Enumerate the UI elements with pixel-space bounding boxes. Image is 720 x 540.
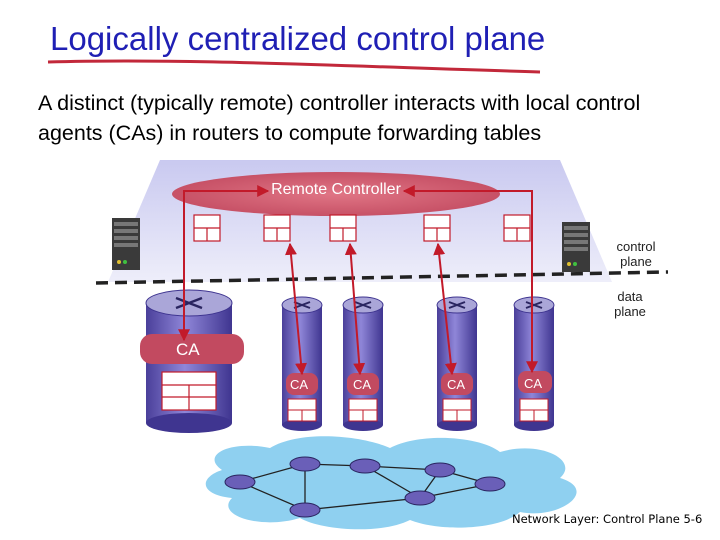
router-icon <box>514 297 554 431</box>
slide-footer: Network Layer: Control Plane 5-6 <box>512 512 702 526</box>
server-icon <box>112 218 140 270</box>
router-icon <box>343 297 383 431</box>
data-plane-label: data plane <box>600 289 660 319</box>
control-agent-label: CA <box>447 377 465 392</box>
server-icon <box>562 222 590 272</box>
slide-subtitle: A distinct (typically remote) controller… <box>38 88 708 148</box>
control-agent-label: CA <box>524 376 542 391</box>
control-agent-label: CA <box>353 377 371 392</box>
router-icon <box>437 297 477 431</box>
title-underline <box>48 61 540 72</box>
control-plane-label: control plane <box>606 239 666 269</box>
control-agent-label: CA <box>290 377 308 392</box>
control-agent-label: CA <box>176 340 200 360</box>
remote-controller-label: Remote Controller <box>216 181 456 199</box>
